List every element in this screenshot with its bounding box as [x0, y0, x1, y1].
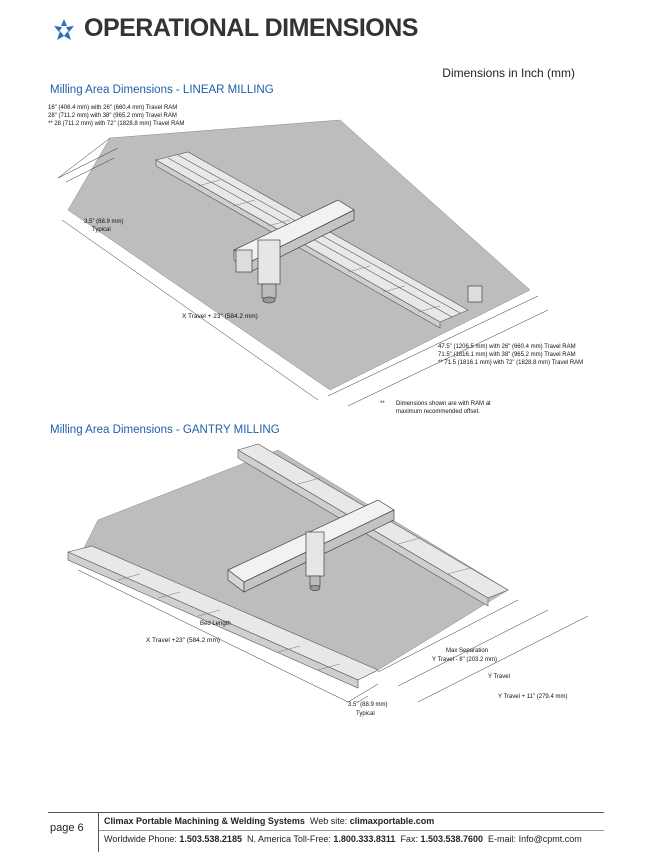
linear-top-note-2: 28" (711.2 mm) with 38" (965.2 mm) Trave…: [48, 113, 177, 119]
linear-x-travel: X Travel + 23" (584.2 mm): [182, 313, 258, 320]
linear-right-note-2: 71.5" (1816.1 mm) with 38" (965.2 mm) Tr…: [438, 352, 576, 358]
gantry-section-title: Milling Area Dimensions - GANTRY MILLING: [50, 424, 280, 436]
linear-right-note-3: ** 71.5 (1816.1 mm) with 72" (1828.8 mm)…: [438, 360, 584, 366]
footer-contact: Worldwide Phone: 1.503.538.2185 N. Ameri…: [104, 834, 582, 844]
linear-typical-label: Typical: [92, 227, 111, 233]
gantry-max-separation: Max Separation: [446, 648, 489, 654]
email-link[interactable]: Info@cpmt.com: [518, 834, 582, 844]
gantry-bed-length: Bed Length: [200, 621, 231, 627]
footer-divider: [48, 812, 604, 813]
linear-footnote-2: maximum recommended offset.: [396, 409, 480, 415]
fax-number: 1.503.538.7600: [420, 834, 484, 844]
linear-typical-dim: 3.5" (88.9 mm): [84, 219, 124, 225]
gantry-y-travel: Y Travel: [488, 674, 510, 680]
linear-footnote-marker: **: [380, 401, 385, 407]
email-label: E-mail:: [488, 834, 517, 844]
page-number: page 6: [50, 822, 84, 834]
gantry-typical-dim: 3.5" (88.9 mm): [348, 702, 388, 708]
footer-company: Climax Portable Machining & Welding Syst…: [104, 816, 434, 826]
tollfree-number: 1.800.333.8311: [333, 834, 396, 844]
linear-footnote-1: Dimensions shown are with RAM at: [396, 401, 491, 407]
gantry-typical-label: Typical: [356, 711, 375, 717]
linear-top-note-3: ** 28 (711.2 mm) with 72" (1828.8 mm) Tr…: [48, 121, 185, 127]
gantry-y-travel-plus: Y Travel + 11" (279.4 mm): [498, 694, 568, 700]
linear-section-title: Milling Area Dimensions - LINEAR MILLING: [50, 84, 274, 96]
footer-mid-divider: [99, 830, 604, 831]
company-name: Climax Portable Machining & Welding Syst…: [104, 816, 305, 826]
phone-number: 1.503.538.2185: [179, 834, 242, 844]
gantry-y-travel-minus: Y Travel - 8" (203.2 mm): [432, 657, 498, 663]
web-link[interactable]: climaxportable.com: [349, 816, 435, 826]
web-label: Web site:: [309, 816, 348, 826]
gantry-x-travel: X Travel +23" (584.2 mm): [146, 637, 221, 644]
gantry-milling-diagram: [67, 443, 589, 703]
climax-logo-icon: [54, 19, 74, 40]
linear-milling-diagram: [57, 119, 549, 407]
fax-label: Fax:: [400, 834, 418, 844]
footer-vertical-divider: [98, 812, 99, 852]
units-note: Dimensions in Inch (mm): [442, 66, 575, 80]
tollfree-label: N. America Toll-Free:: [246, 834, 331, 844]
linear-right-note-1: 47.5" (1206.5 mm) with 26" (660.4 mm) Tr…: [438, 344, 576, 350]
phone-label: Worldwide Phone:: [104, 834, 177, 844]
page-title: OPERATIONAL DIMENSIONS: [84, 14, 418, 42]
linear-top-note-1: 16" (406.4 mm) with 26" (660.4 mm) Trave…: [48, 105, 178, 111]
